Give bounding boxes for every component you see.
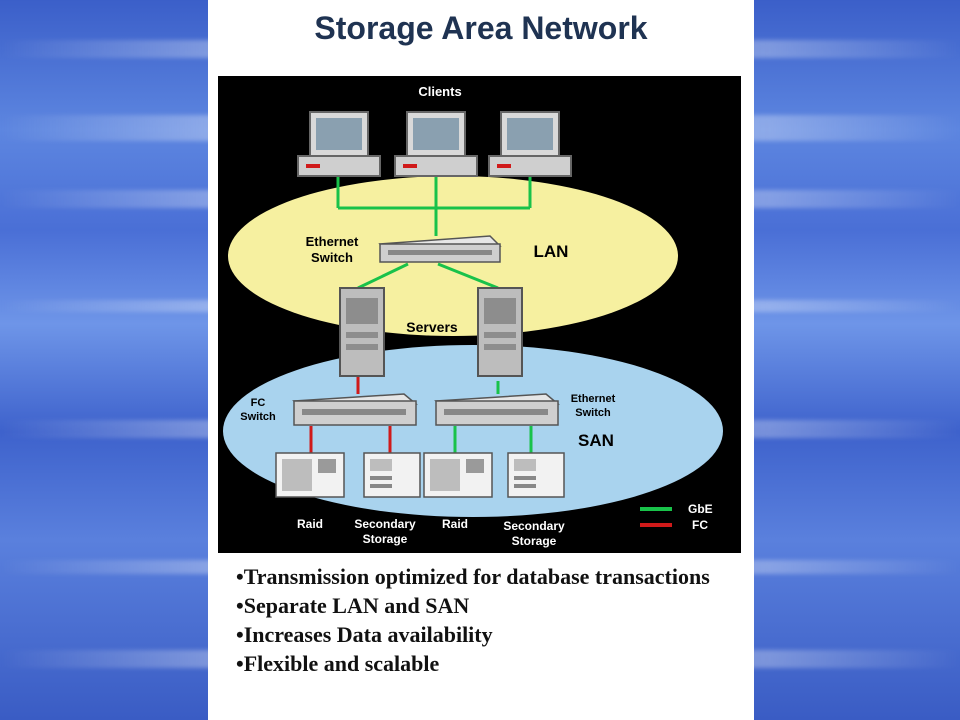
lan-switch-label-line1: Ethernet: [306, 234, 359, 249]
client-computer-2: [394, 111, 478, 177]
raid-label-2: Raid: [442, 517, 468, 531]
lan-label: LAN: [534, 242, 569, 261]
san-ethernet-switch: [434, 393, 560, 426]
raid-storage-1: [275, 452, 345, 498]
secondary-storage-label-2b: Storage: [512, 534, 557, 548]
diagram-legend: GbE FC: [640, 502, 713, 532]
bullet-item: •Flexible and scalable: [236, 651, 440, 676]
server-1: [339, 287, 385, 377]
fc-links: [309, 376, 392, 453]
bullet-item: •Transmission optimized for database tra…: [236, 564, 710, 589]
san-switch-label-line2: Switch: [575, 407, 611, 419]
servers-label: Servers: [406, 319, 458, 335]
san-diagram-svg: Clients Ethernet Switch LAN Servers FC S…: [223, 84, 723, 548]
fc-switch-label-line1: FC: [251, 397, 266, 409]
secondary-storage-label-2a: Secondary: [503, 519, 565, 533]
clients-label: Clients: [418, 84, 461, 99]
raid-storage-2: [423, 452, 493, 498]
secondary-storage-label-1a: Secondary: [354, 517, 416, 531]
gbe-links-clients: [336, 176, 533, 453]
fc-switch-label-line2: Switch: [240, 411, 276, 423]
client-computer-1: [297, 111, 381, 177]
legend-label-gbe: GbE: [688, 502, 713, 516]
san-switch-label-line1: Ethernet: [571, 393, 616, 405]
server-2: [477, 287, 523, 377]
fc-switch: [292, 393, 418, 426]
legend-label-fc: FC: [692, 518, 708, 532]
secondary-storage-label-1b: Storage: [363, 532, 408, 546]
slide-title: Storage Area Network: [314, 10, 648, 46]
san-cloud: [223, 345, 723, 517]
secondary-storage-1: [363, 452, 421, 498]
san-label: SAN: [578, 431, 614, 450]
slide-panel: Storage Area Network: [208, 0, 754, 720]
raid-label-1: Raid: [297, 517, 323, 531]
san-diagram: Clients Ethernet Switch LAN Servers FC S…: [218, 76, 741, 553]
lan-ethernet-switch: [378, 235, 502, 263]
bullet-item: •Increases Data availability: [236, 622, 493, 647]
bullet-item: •Separate LAN and SAN: [236, 593, 470, 618]
bullet-list: •Transmission optimized for database tra…: [236, 562, 746, 678]
secondary-storage-2: [507, 452, 565, 498]
lan-switch-label-line2: Switch: [311, 250, 353, 265]
client-computer-3: [488, 111, 572, 177]
